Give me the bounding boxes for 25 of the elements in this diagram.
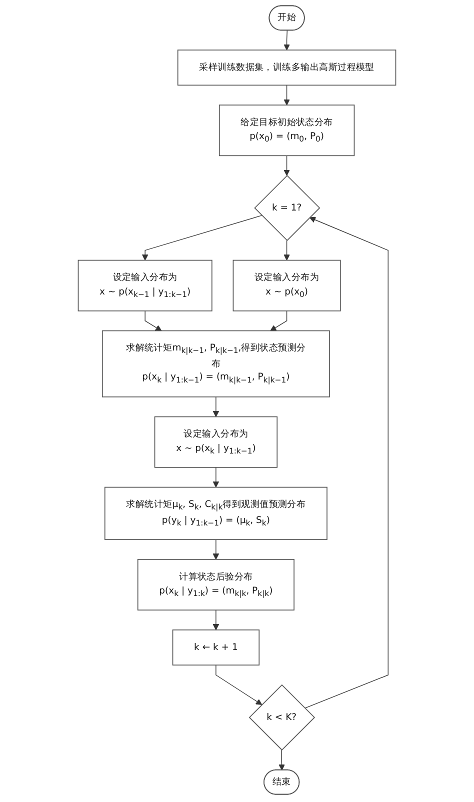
node-box: k ← k + 1 [172, 630, 260, 666]
node-box: 采样训练数据集，训练多输出高斯过程模型 [177, 50, 396, 86]
arrow [270, 310, 288, 332]
node-box: 设定输入分布为 x ~ p(x$_{k}$ | y$_{1:k−1}$) [154, 416, 278, 468]
arrow [278, 750, 285, 770]
arrow [144, 310, 162, 332]
node-box: 计算状态后验分布 p(x$_{k}$ | y$_{1:k}$) = (m$_{k|k}$, P$_{k|k}$) [137, 559, 294, 610]
node-box: 求解统计矩m$_{k|k−1}$, P$_{k|k−1}$,得到状态预测分布 p(x$_{k}$ | y$_{1:k−1}$) = (m$_{k|k−1}$, P$_{k|k−1}$) [102, 330, 330, 398]
arrow [284, 240, 290, 261]
arrow [304, 216, 388, 709]
node-box: 求解统计矩μ$_{k}$, S$_{k}$, C$_{k|k}$得到观测值预测分布 p(y$_{k}$ | y$_{1:k−1}$) = (μ$_{k}$, S$_{k}$) [104, 486, 328, 540]
node-box: 设定输入分布为 x ~ p(x$_{0}$) [232, 260, 341, 312]
arrow [284, 30, 290, 50]
arrow [212, 467, 220, 488]
arrow [212, 539, 220, 560]
node-diamond: k = 1? [254, 174, 320, 241]
arrow [212, 610, 220, 630]
arrow [216, 664, 262, 705]
arrow [212, 396, 220, 418]
node-box: 设定输入分布为 x ~ p(x$_{k−1}$ | y$_{1:k−1}$) [78, 260, 212, 312]
node-box: 给定目标初始状态分布 p(x$_{0}$) = (m$_{0}$, P$_{0}$) [218, 104, 355, 156]
arrow [284, 84, 290, 106]
arrow [284, 155, 290, 176]
arrow [142, 215, 262, 261]
node-diamond: k < K? [248, 684, 316, 751]
